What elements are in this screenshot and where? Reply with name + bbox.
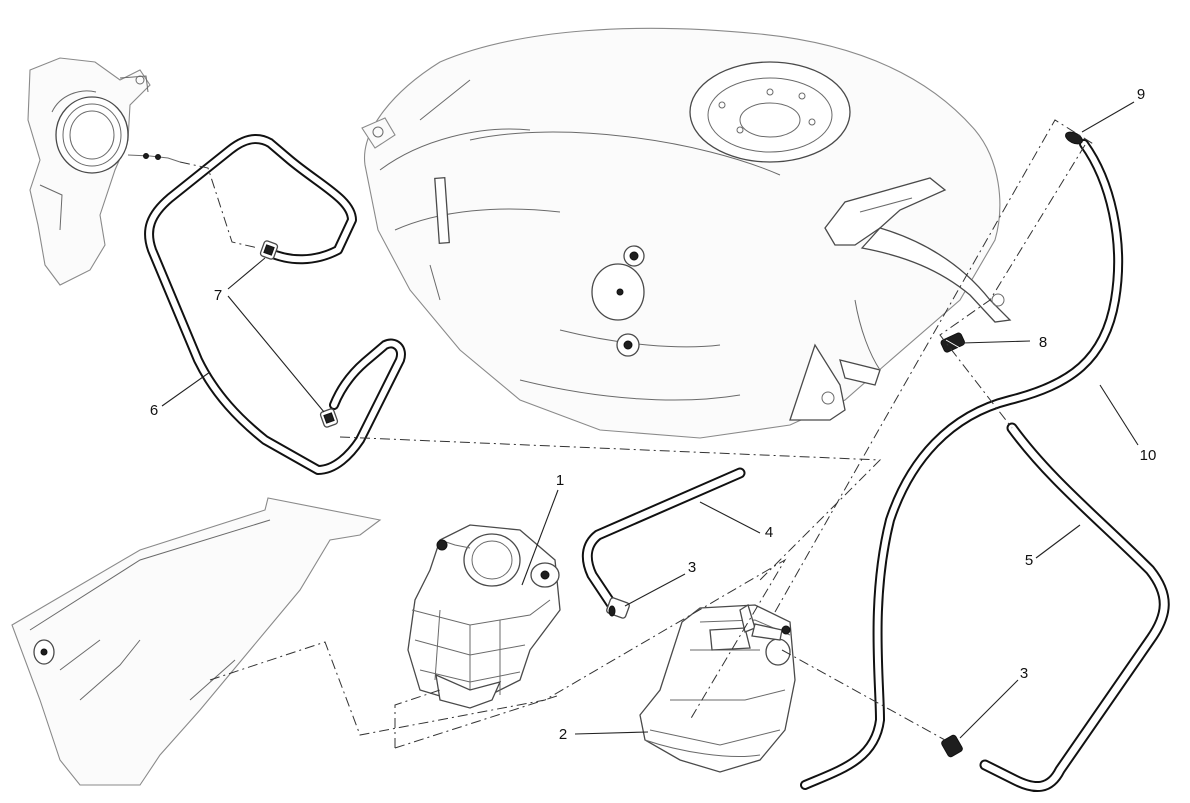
clamp-3-upper	[606, 597, 630, 619]
assembly-lines	[179, 119, 1096, 749]
hose-4	[581, 467, 746, 611]
callout-10: 10	[1140, 447, 1157, 464]
callout-5: 5	[1025, 552, 1033, 569]
callout-4: 4	[765, 524, 773, 541]
callout-3-lower: 3	[1020, 665, 1028, 682]
clamp-3-lower	[941, 734, 963, 758]
callout-8: 8	[1039, 334, 1047, 351]
canister-bracket	[407, 524, 561, 709]
callout-3-upper: 3	[688, 559, 696, 576]
callout-7: 7	[214, 287, 222, 304]
side-fairing	[11, 497, 382, 786]
clamp-7-lower	[319, 408, 339, 428]
evap-canister	[639, 603, 796, 773]
fuel-tank	[361, 27, 1012, 439]
throttle-body	[27, 57, 181, 286]
fitting-9	[1065, 131, 1083, 145]
clamp-8	[940, 332, 966, 353]
hose-6	[144, 133, 406, 475]
hose-10	[800, 139, 1124, 790]
callout-labels: 1 2 3 3 4 5 6 7 8 9 10	[150, 86, 1157, 743]
leader-lines	[161, 101, 1139, 739]
callout-9: 9	[1137, 86, 1145, 103]
hose-5	[979, 422, 1170, 792]
clamp-7-upper	[259, 240, 279, 260]
callout-1: 1	[556, 472, 564, 489]
callout-6: 6	[150, 402, 158, 419]
callout-2: 2	[559, 726, 567, 743]
